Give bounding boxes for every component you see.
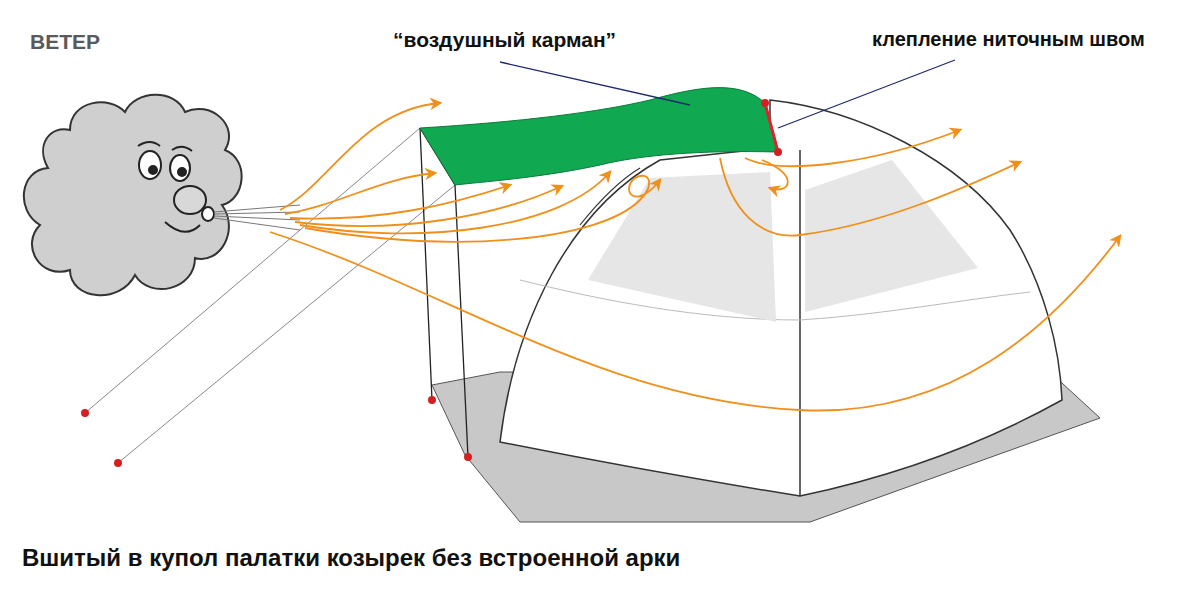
tent-window xyxy=(805,160,978,312)
visor xyxy=(420,88,778,185)
leader-line xyxy=(500,62,690,105)
pole xyxy=(420,128,432,400)
leader-line xyxy=(778,60,955,128)
pole xyxy=(455,185,468,457)
caption: Вшитый в купол палатки козырек без встро… xyxy=(22,544,680,572)
stitch-seam xyxy=(765,103,778,152)
wind-cloud xyxy=(24,95,242,295)
wind-label: ВЕТЕР xyxy=(30,30,100,54)
cloud-face xyxy=(138,142,214,232)
wind-rays xyxy=(214,205,300,230)
airflow-arrow xyxy=(270,103,1120,411)
part-label: клепление ниточным швом xyxy=(872,28,1145,51)
tent-seam xyxy=(799,150,801,496)
tent-window xyxy=(588,172,776,322)
part-label: “воздушный карман” xyxy=(393,28,616,52)
